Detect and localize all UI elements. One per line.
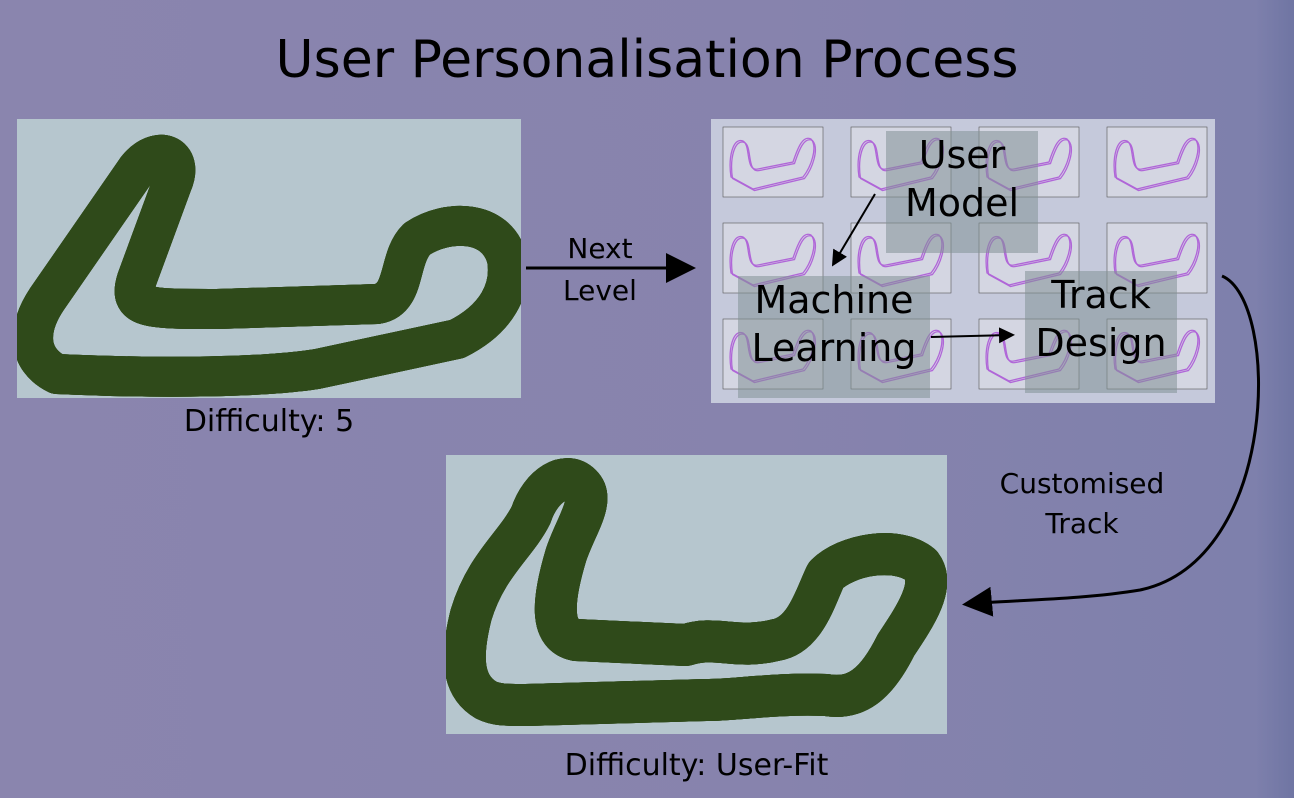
- user-model-box: User Model: [886, 131, 1038, 253]
- user-model-line1: User: [918, 133, 1006, 177]
- page-title: User Personalisation Process: [275, 30, 1019, 90]
- customised-track-arrow: [962, 274, 1260, 617]
- track-design-line2: Design: [1035, 321, 1167, 365]
- customised-track-label: Customised Track: [972, 464, 1192, 544]
- process-plots-image: User Model Machine Learning Track Design: [711, 119, 1215, 403]
- customised-track-image: [446, 455, 947, 734]
- next-level-line2: Level: [563, 274, 637, 307]
- initial-difficulty-caption: Difficulty: 5: [183, 404, 355, 439]
- machine-learning-line2: Learning: [751, 326, 917, 370]
- machine-learning-box: Machine Learning: [738, 276, 930, 398]
- arrow-user-to-ml: [831, 193, 876, 267]
- initial-track-image: [17, 119, 521, 398]
- track-design-line1: Track: [1051, 273, 1151, 317]
- track-plot-thumbnail: [1106, 126, 1208, 198]
- arrow-ml-to-design: [930, 327, 1015, 344]
- user-fit-difficulty-caption: Difficulty: User-Fit: [564, 748, 829, 783]
- next-level-label: Next Level: [540, 228, 660, 312]
- customised-line2: Track: [1045, 507, 1119, 540]
- track-plot-thumbnail: [722, 126, 824, 198]
- user-model-line2: Model: [904, 181, 1020, 225]
- track-design-box: Track Design: [1025, 271, 1177, 393]
- machine-learning-line1: Machine: [754, 278, 914, 322]
- next-level-line1: Next: [567, 232, 633, 265]
- customised-line1: Customised: [999, 467, 1165, 500]
